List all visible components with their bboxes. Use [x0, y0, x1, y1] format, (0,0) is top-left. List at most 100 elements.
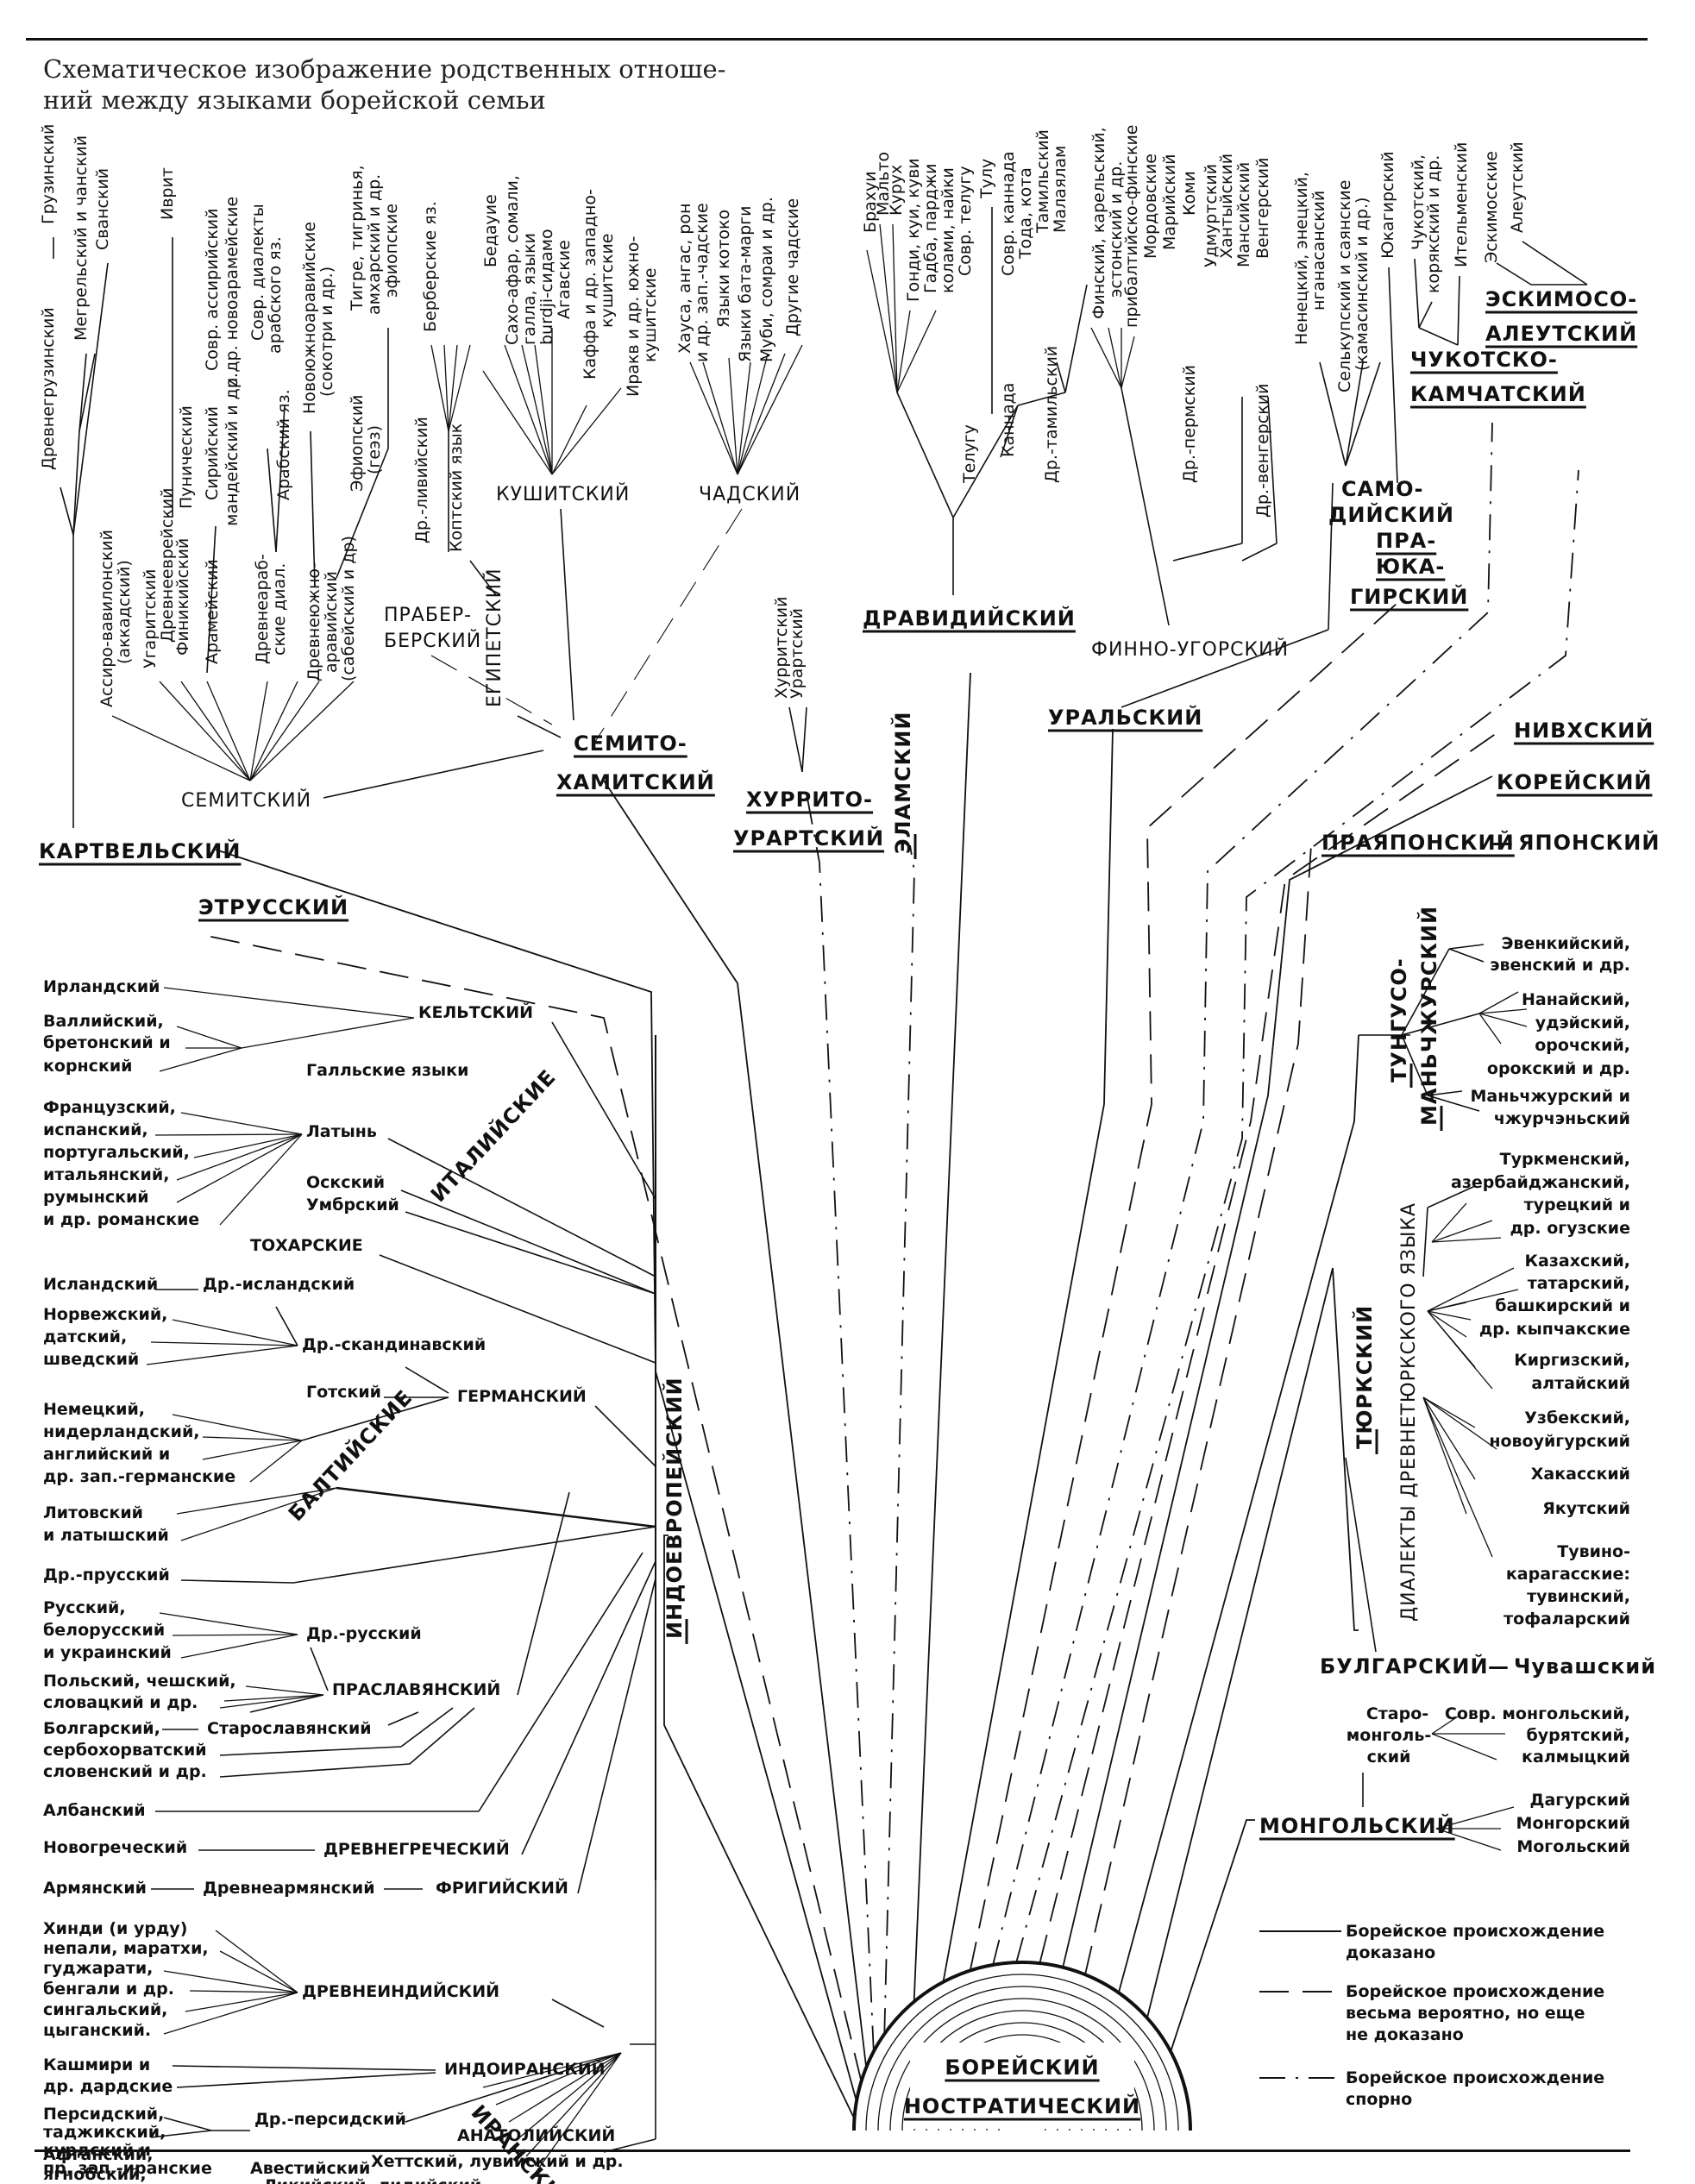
language-label: Новоюжноаравийские [300, 222, 319, 414]
branch-line [551, 387, 622, 475]
family-proto-japanese: ПРАЯПОНСКИЙ [1321, 830, 1515, 855]
lang-georgian: Грузинский [39, 124, 58, 224]
language-label: Галльские языки [306, 1061, 468, 1080]
language-label: датский, [43, 1327, 127, 1346]
branch-line [525, 2052, 622, 2157]
branch-line [310, 1647, 329, 1691]
lang-agaw: Агавские [555, 240, 574, 319]
language-label: Древнееврейский [158, 487, 177, 643]
lang-itelmen: Ительменский [1452, 142, 1471, 267]
caption-line-2: ний между языками борейской семьи [43, 85, 546, 115]
branch-line [1108, 327, 1122, 389]
link-yukaghir [969, 594, 1407, 1971]
branch-line [323, 750, 544, 799]
legend-text: Борейское происхождение [1346, 2068, 1604, 2087]
branch-line [521, 1560, 656, 1855]
branch-line [163, 1992, 298, 2035]
family-tungusic: ТУНГУСО- [1387, 957, 1411, 1083]
language-label: кушитские [598, 234, 617, 328]
language-label: Афганский, [43, 2145, 153, 2164]
language-label: бенгали и др. [43, 1980, 174, 1999]
branch-line [1345, 361, 1364, 467]
branch-line [336, 448, 389, 579]
language-label: Персидский, [43, 2105, 164, 2124]
branch-line [1414, 258, 1420, 329]
language-label: Эвенкийский, [1501, 934, 1630, 953]
branch-line [517, 715, 562, 738]
link-kartvelian [215, 849, 857, 2102]
language-label: новоуйгурский [1489, 1432, 1630, 1451]
branch-line [72, 430, 80, 536]
branch-line [245, 1685, 324, 1696]
branch-line [60, 486, 74, 536]
language-label: Кашмири и [43, 2055, 150, 2074]
language-label: Маньчжурский и [1470, 1087, 1630, 1106]
family-semito-hamitic: СЕМИТО- [574, 731, 687, 756]
link-eskimo-aleut [1015, 469, 1579, 1963]
language-label: Тода, кота [1016, 167, 1035, 260]
branch-line [159, 1047, 242, 1072]
branch-line [176, 1026, 242, 1049]
branch-old-indic: ДРЕВНЕИНДИЙСКИЙ [302, 1981, 499, 2001]
language-label: Литовский [43, 1503, 143, 1522]
branch-line [405, 1366, 449, 1394]
branch-line [180, 1487, 337, 1541]
link-etruscan [206, 935, 863, 2082]
root-arc [889, 1998, 1155, 2131]
branch-line [737, 353, 786, 475]
language-label: Немецкий, [43, 1400, 145, 1419]
lang-old-mongolian: Старо- [1366, 1704, 1428, 1723]
language-label: Болгарский, [43, 1719, 160, 1738]
language-label: сербохорватский [43, 1741, 207, 1760]
branch-line [1267, 396, 1278, 544]
language-label: тофаларский [1504, 1610, 1630, 1629]
link-nivkh [1039, 732, 1497, 1964]
language-label: Гонди, куи, куви [904, 158, 923, 302]
branch-proto-berber-2: БЕРСКИЙ [384, 630, 481, 652]
language-label: и украинский [43, 1643, 172, 1662]
lang-umbrian: Умбрский [306, 1196, 399, 1214]
branch-line [176, 1133, 303, 1181]
branch-line [728, 357, 738, 475]
language-label: кушитские [641, 268, 660, 362]
branch-line [202, 1440, 303, 1460]
language-label: калмыцкий [1522, 1748, 1630, 1767]
branch-line [1427, 1185, 1476, 1208]
branch-line [737, 361, 751, 475]
language-label: Тувино- [1557, 1542, 1630, 1561]
branch-line [478, 1552, 643, 1812]
branch-line [1522, 241, 1588, 286]
branch-line [180, 1634, 298, 1659]
lang-old-persian: Др.-персидский [254, 2110, 406, 2129]
root-arc [877, 1986, 1167, 2131]
lang-old-georgian: Древнегрузинский [39, 307, 58, 470]
branch-line [163, 1970, 298, 1993]
language-label: Курух [887, 165, 906, 216]
lang-albanian: Албанский [43, 1801, 146, 1820]
lang-eskimo: Эскимосские [1482, 151, 1501, 263]
language-label: Казахский, [1525, 1252, 1630, 1271]
branch-line [1328, 482, 1334, 631]
lang-megrelian-laz: Мегрельский и чанский [72, 135, 91, 341]
branch-line [788, 706, 803, 773]
branch-line [1401, 1034, 1428, 1096]
language-label: Угаритский [141, 569, 160, 668]
branch-line [1422, 1207, 1428, 1277]
language-label: (аккадский) [115, 560, 134, 664]
branch-line [150, 2130, 212, 2138]
link-elamite [883, 844, 915, 2035]
language-label: белорусский [43, 1621, 165, 1640]
language-label: татарский, [1528, 1274, 1630, 1293]
branch-line [1427, 1267, 1515, 1312]
language-label: Древнеармянский [203, 1879, 375, 1898]
language-label: орочский, [1535, 1036, 1630, 1055]
branch-line [176, 2072, 436, 2088]
language-label: Др.-исландский [203, 1275, 355, 1294]
family-semito-hamitic-2: ХАМИТСКИЙ [556, 769, 715, 794]
family-eskimo-aleut: ЭСКИМОСО- [1485, 287, 1637, 311]
family-eskimo-aleut-2: АЛЕУТСКИЙ [1485, 321, 1637, 346]
branch-line [409, 1707, 475, 1765]
branch-line [892, 223, 898, 393]
language-label: Др.-тамильский [1042, 346, 1061, 483]
